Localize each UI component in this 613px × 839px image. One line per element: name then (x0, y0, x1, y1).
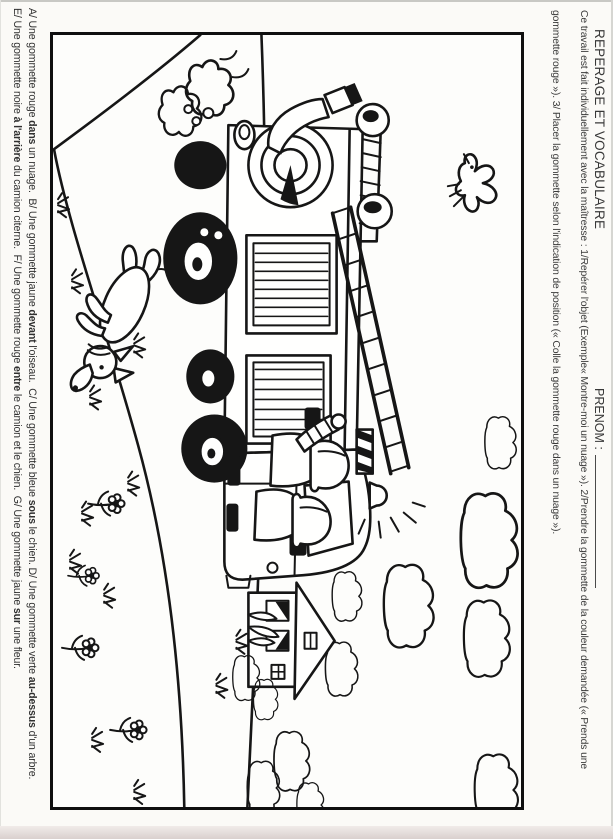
ladder (330, 205, 411, 476)
position-word-arriere: à l'arrière (11, 116, 23, 163)
prenom-label: PRENOM : (592, 388, 606, 450)
dog-muzzle (69, 363, 94, 393)
instructions-line-1: Ce travail est fait individuellement ave… (578, 10, 589, 769)
water-cannon (266, 97, 330, 155)
clouds (382, 415, 519, 807)
cannon-tip (344, 83, 363, 106)
house (232, 571, 363, 721)
dog-collar (86, 343, 111, 356)
task-line-2: E/ Une gommette noire à l'arrière du cam… (11, 8, 23, 669)
road-marks (219, 50, 250, 79)
scan-edge-top (0, 0, 613, 2)
position-word-au-dessus: au-dessus (26, 676, 38, 728)
prenom-field: PRENOM : (592, 388, 607, 588)
beacon-light (357, 481, 426, 539)
tree-crown (331, 571, 363, 622)
position-word-sur: sur (11, 607, 23, 624)
dog-ears (112, 345, 135, 384)
plants (247, 611, 280, 647)
tree-crown (324, 641, 359, 697)
bumper (225, 574, 252, 589)
position-word-dans: dans (26, 120, 38, 145)
drawing-frame (50, 32, 524, 810)
page-title: REPERAGE ET VOCABULAIRE (592, 29, 607, 230)
instructions-line-2: gommette rouge »). 3/ Placer la gommette… (550, 10, 561, 535)
firefighter-body (253, 488, 298, 542)
scan-edge-left (0, 0, 1, 839)
flowers (60, 490, 148, 744)
position-word-devant: devant (26, 309, 38, 343)
scan-edge-bottom (0, 826, 613, 839)
position-word-entre: entre (11, 365, 23, 392)
headlight (266, 561, 279, 574)
scan-edge-right (611, 0, 613, 839)
firefighters (226, 407, 350, 556)
dog (69, 244, 171, 393)
fire-truck (163, 83, 426, 589)
roll-door (245, 233, 338, 335)
coloring-illustration (53, 35, 519, 807)
dog-body (98, 266, 151, 344)
task-line-1: A/ Une gommette rouge dans un nuage. B/ … (26, 8, 38, 780)
roadside-bushes (157, 59, 235, 137)
bird (446, 153, 498, 213)
inner-rear-wheel (174, 141, 227, 190)
prenom-blank-line (595, 454, 607, 588)
position-word-sous: sous (26, 499, 38, 524)
right-bushes (246, 730, 325, 807)
